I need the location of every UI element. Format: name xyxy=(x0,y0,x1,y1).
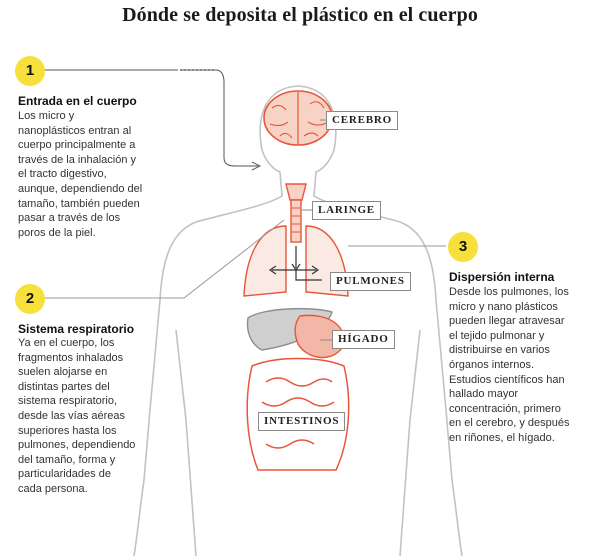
step-2-badge: 2 xyxy=(15,284,45,314)
organ-label-cerebro: CEREBRO xyxy=(326,111,398,130)
step1-connector xyxy=(44,69,258,167)
step-1-title: Entrada en el cuerpo xyxy=(18,94,137,108)
liver xyxy=(246,307,345,359)
body-silhouette xyxy=(133,85,463,557)
brain xyxy=(263,90,333,146)
larynx xyxy=(285,183,307,243)
page-title: Dónde se deposita el plástico en el cuer… xyxy=(122,4,478,26)
step-1-badge: 1 xyxy=(15,56,45,86)
organ-label-higado: HÍGADO xyxy=(332,330,395,349)
airflow-arrows xyxy=(268,246,322,281)
intestines xyxy=(246,357,350,471)
step-2-title: Sistema respiratorio xyxy=(18,322,135,336)
organ-label-intestinos: INTESTINOS xyxy=(258,412,346,431)
step1-arrowhead xyxy=(251,161,262,171)
organ-label-laringe: LARINGE xyxy=(312,201,381,220)
step-3-badge: 3 xyxy=(448,232,478,262)
step2-connector xyxy=(44,219,285,299)
organ-label-pulmones: PULMONES xyxy=(330,272,411,291)
step-3-title: Dispersión interna xyxy=(449,270,555,284)
organ-leaders xyxy=(260,119,334,421)
